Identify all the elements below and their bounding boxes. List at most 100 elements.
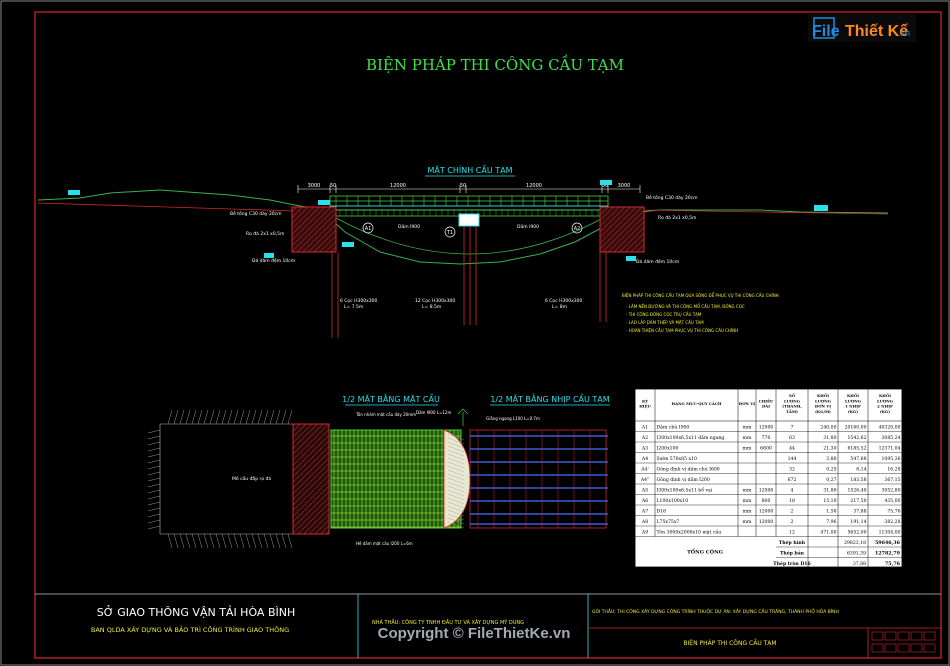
table-cell: mm — [743, 510, 752, 515]
slope-tick-left — [147, 465, 161, 470]
table-cell: 6600 — [760, 446, 772, 452]
road-line-right — [639, 209, 889, 215]
table-cell: 367,15 — [884, 477, 900, 483]
slope-tick-bottom — [179, 533, 185, 549]
dim-2: 50 — [330, 183, 336, 189]
slope-tick-left — [147, 447, 161, 452]
deck-grid-lines — [331, 430, 461, 528]
slope-tick-top — [179, 409, 185, 425]
slope-tick-top — [269, 409, 275, 425]
break-hatch-line — [447, 445, 465, 453]
table-cell: 382,28 — [884, 519, 900, 525]
label-concrete-left: Bê tông C30 dày 20cm — [230, 210, 282, 217]
table-cell: 75,76 — [887, 509, 900, 515]
table-cell: I300x100x6.5x11 bổ vai — [657, 487, 713, 494]
logo-file-icon — [813, 17, 835, 39]
table-cell: 191,14 — [850, 519, 866, 525]
slope-tick-top — [251, 409, 257, 425]
slope-tick-top — [185, 409, 191, 425]
table-cell: mm — [743, 447, 752, 452]
slope-tick-left — [147, 453, 161, 458]
slope-tick-top — [287, 409, 293, 425]
span-grid-lines — [470, 430, 608, 528]
span-plan-title: 1/2 MẶT BẰNG NHỊP CẦU TẠM — [490, 392, 609, 405]
support-a1-label: A1 — [365, 226, 372, 232]
dim-4: 50 — [460, 183, 466, 189]
table-total-type: Thép tròn D16 — [773, 560, 810, 567]
label-pile-left-2: L= 7.5m — [344, 304, 363, 310]
deck-break-hatch — [447, 433, 465, 529]
slope-tick-left — [147, 513, 161, 518]
table-cell: 1,58 — [826, 509, 836, 515]
abutment-left — [291, 206, 337, 253]
table-total-one-span: 6391,39 — [847, 551, 866, 557]
slope-tick-bottom — [197, 533, 203, 549]
dim-5: 12000 — [526, 183, 542, 189]
elevation-annotations: Bê tông C30 dày 20cm Bê tông C30 dày 20c… — [230, 194, 698, 310]
slope-tick-top — [263, 409, 269, 425]
slope-tick-left — [147, 489, 161, 494]
break-hatch-line — [447, 477, 465, 485]
slope-tick-bottom — [203, 533, 209, 549]
label-pile-right-2: L= 8m — [552, 304, 567, 310]
table-cell: 12 — [789, 530, 795, 536]
table-total-two-span: 75,76 — [885, 561, 901, 567]
logo-file-text: File — [812, 23, 840, 40]
table-cell: 40320,00 — [879, 425, 901, 431]
copyright-watermark: Copyright © FileThietKe.vn — [378, 625, 571, 642]
table-cell: 435,00 — [884, 498, 900, 504]
slope-tick-left — [147, 495, 161, 500]
sheet-stamp-boxes — [871, 631, 936, 653]
table-cell: mm — [743, 426, 752, 431]
slope-tick-left — [147, 459, 161, 464]
table-cell: Gông định vị dầm chủ I600 — [657, 465, 720, 473]
slope-tick-left — [147, 525, 161, 530]
break-hatch-line — [447, 489, 465, 497]
slope-tick-bottom — [173, 533, 179, 549]
table-cell: 31,80 — [823, 488, 836, 494]
slope-tick-left — [147, 519, 161, 524]
table-cell: 15,10 — [823, 498, 836, 504]
break-hatch-line — [447, 485, 465, 493]
break-hatch-line — [447, 509, 465, 517]
label-pile-mid-2: L= 8.5m — [422, 304, 441, 310]
table-cell: 1095,36 — [882, 456, 901, 462]
table-cell: 547,68 — [850, 456, 866, 462]
table-cell: mm — [743, 436, 752, 441]
slope-tick-left — [147, 429, 161, 434]
label-angle-brace: Giằng ngang L100 L=0.7m — [486, 416, 540, 421]
table-cell: 0,25 — [826, 467, 836, 473]
support-a1-circle — [362, 222, 374, 234]
label-gravel-right: Đá dăm đệm 10cm — [636, 258, 679, 265]
table-cell: Gông định vị dầm I200 — [657, 475, 710, 483]
break-hatch-line — [447, 501, 465, 509]
package-name: GÓI THẦU: THI CÔNG XÂY DỰNG CÔNG TRÌNH T… — [592, 607, 839, 615]
slope-tick-bottom — [251, 533, 257, 549]
break-hatch-line — [447, 461, 465, 469]
elevation-dimension-labels: 3000 50 12000 50 12000 50 3000 — [308, 183, 631, 189]
table-cell: A5 — [641, 488, 648, 494]
table-cell: 12000 — [759, 488, 774, 494]
slope-tick-top — [209, 409, 215, 425]
table-cell: 7,96 — [826, 519, 836, 525]
slope-tick-bottom — [245, 533, 251, 549]
table-cell: 32 — [789, 467, 795, 473]
break-hatch-line — [447, 433, 465, 441]
slope-tick-top — [275, 409, 281, 425]
break-hatch-line — [447, 517, 465, 525]
table-cell: I200x100 — [657, 446, 679, 452]
cyan-level-markers — [68, 180, 828, 261]
stamp-box — [884, 631, 897, 641]
slope-tick-top — [227, 409, 233, 425]
table-total-two-span: 12782,79 — [875, 551, 901, 557]
slope-tick-bottom — [209, 533, 215, 549]
slope-tick-top — [173, 409, 179, 425]
table-cell: A7 — [641, 509, 648, 515]
label-gravel-left: Đá dăm đệm 10cm — [252, 257, 295, 264]
slope-tick-bottom — [191, 533, 197, 549]
table-header-cell: HẠNG MỤC-QUY CÁCH — [672, 401, 722, 406]
abutment-right — [599, 206, 645, 253]
note-item-4: - HOÀN THIỆN CẦU TẠM PHỤC VỤ THI CÔNG CẦ… — [626, 328, 738, 333]
